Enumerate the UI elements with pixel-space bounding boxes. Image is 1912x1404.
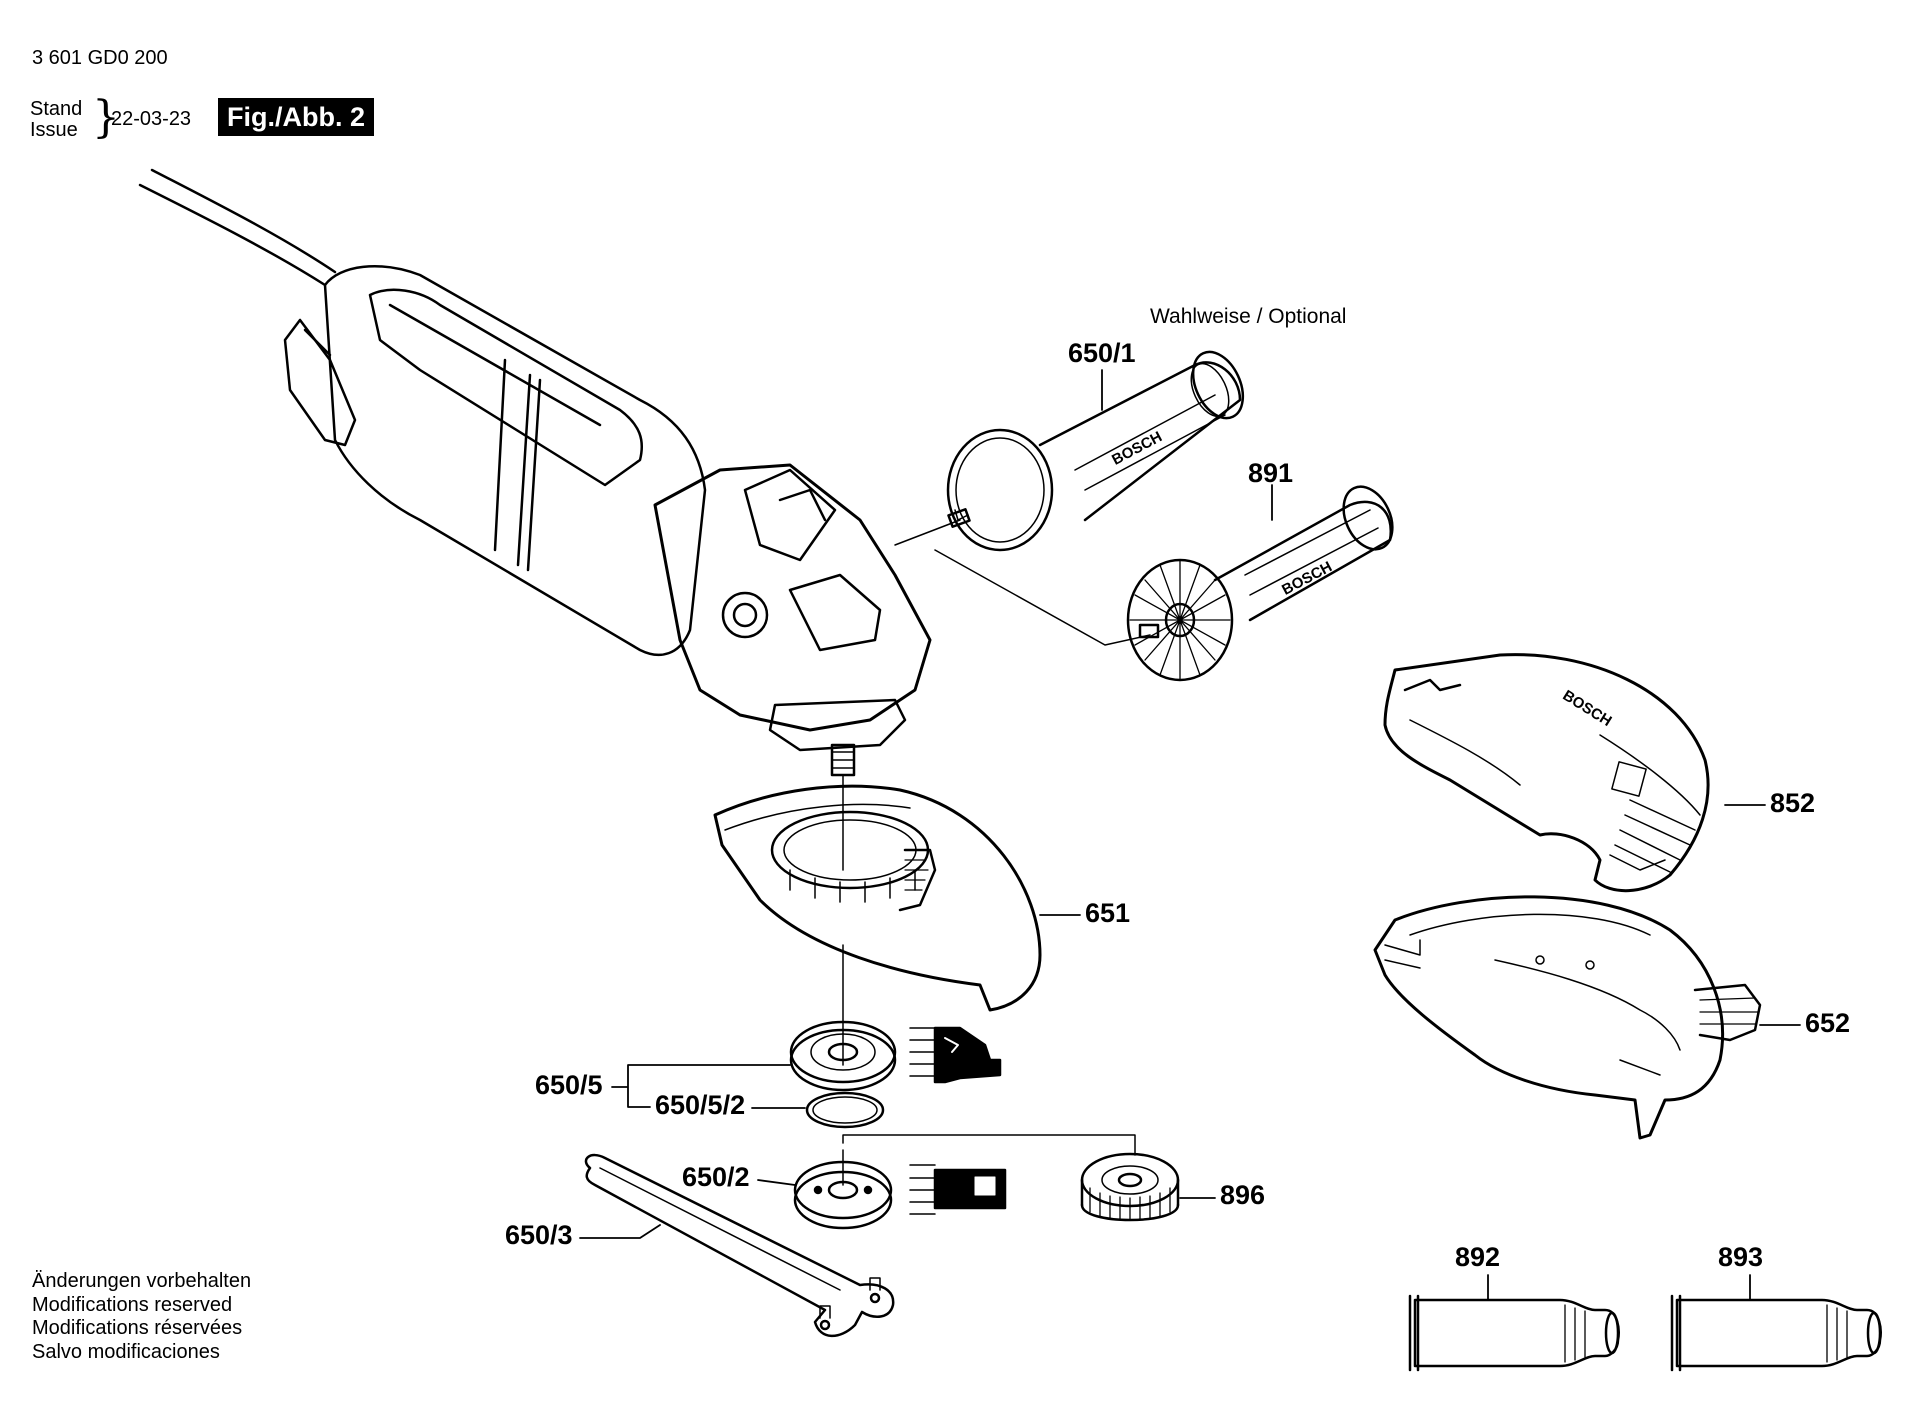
nut-cross-section-650-2 [909, 1164, 1007, 1215]
brace-symbol: } [92, 92, 120, 143]
quick-clamping-nut-896 [1080, 1152, 1180, 1222]
auxiliary-handle-891 [1126, 485, 1394, 682]
disclaimer-line-es: Salvo modificaciones [32, 1340, 220, 1363]
o-ring-650-5-2 [805, 1091, 885, 1129]
part-label-892: 892 [1455, 1242, 1501, 1272]
part-label-891: 891 [1248, 458, 1294, 488]
part-label-893: 893 [1718, 1242, 1764, 1272]
issue-label: Issue [30, 119, 78, 141]
mounting-flange-650-5 [789, 1020, 897, 1092]
leader-lines [579, 369, 1801, 1301]
part-label-650-1: 650/1 [1068, 338, 1136, 368]
leader-650-2 [757, 1179, 796, 1186]
part-label-650-5: 650/5 [535, 1070, 603, 1100]
modifications-disclaimer: Änderungen vorbehalten Modifications res… [32, 1270, 251, 1364]
part-label-651: 651 [1085, 898, 1131, 928]
clamping-nut-650-2 [793, 1160, 893, 1230]
disclaimer-line-de: Änderungen vorbehalten [32, 1270, 252, 1292]
pin-wrench-650-3 [584, 1153, 895, 1338]
stand-label: Stand [30, 98, 83, 120]
wheel-guard-651 [713, 784, 1042, 1012]
part-label-650-3: 650/3 [505, 1220, 573, 1250]
disclaimer-line-fr: Modifications réservées [32, 1317, 243, 1339]
grease-tube-893 [1670, 1294, 1882, 1372]
grease-tube-892 [1408, 1294, 1620, 1372]
part-label-896: 896 [1220, 1180, 1266, 1210]
leader-650-5 [611, 1064, 791, 1108]
cutting-guard-652 [1373, 895, 1762, 1140]
issue-date: 22-03-23 [111, 108, 192, 130]
document-number: 3 601 GD0 200 [32, 47, 168, 69]
part-label-652: 652 [1805, 1008, 1851, 1038]
cutting-guard-852 [1383, 653, 1710, 893]
part-label-650-2: 650/2 [682, 1162, 750, 1192]
part-label-852: 852 [1770, 788, 1816, 818]
optional-note: Wahlweise / Optional [1150, 305, 1347, 328]
figure-label: Fig./Abb. 2 [218, 98, 374, 136]
angle-grinder-body [138, 168, 932, 777]
disclaimer-line-en: Modifications reserved [32, 1293, 233, 1316]
part-label-650-5-2: 650/5/2 [655, 1090, 746, 1120]
auxiliary-handle-650-1 [946, 350, 1245, 552]
leader-650-3 [579, 1224, 661, 1239]
flange-cross-section-650-5 [909, 1026, 1002, 1084]
